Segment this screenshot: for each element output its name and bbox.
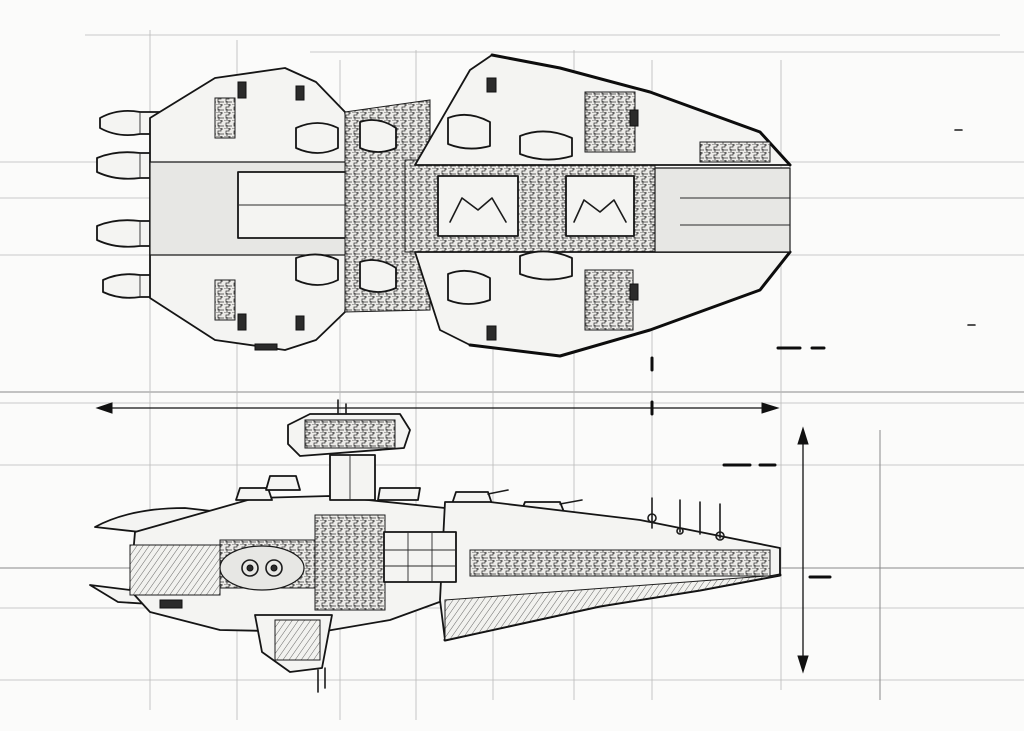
- hangar-windows-side: [383, 531, 457, 583]
- side-view: [89, 399, 782, 693]
- forward-spine-top: [654, 167, 791, 253]
- arrowhead-right-icon: [761, 402, 780, 414]
- turrets-top: [295, 113, 573, 305]
- mid-section-top: [344, 99, 431, 313]
- arrowhead-up-icon: [797, 426, 809, 445]
- reactor-bulbs: [219, 545, 305, 591]
- dimension-marks: [95, 129, 976, 674]
- bridge-tower: [287, 399, 421, 501]
- arrowhead-left-icon: [95, 402, 113, 414]
- arrowhead-down-icon: [797, 655, 809, 674]
- antenna-masts: [647, 497, 725, 541]
- hangar-bays-top: [437, 175, 635, 237]
- top-view: [96, 53, 792, 358]
